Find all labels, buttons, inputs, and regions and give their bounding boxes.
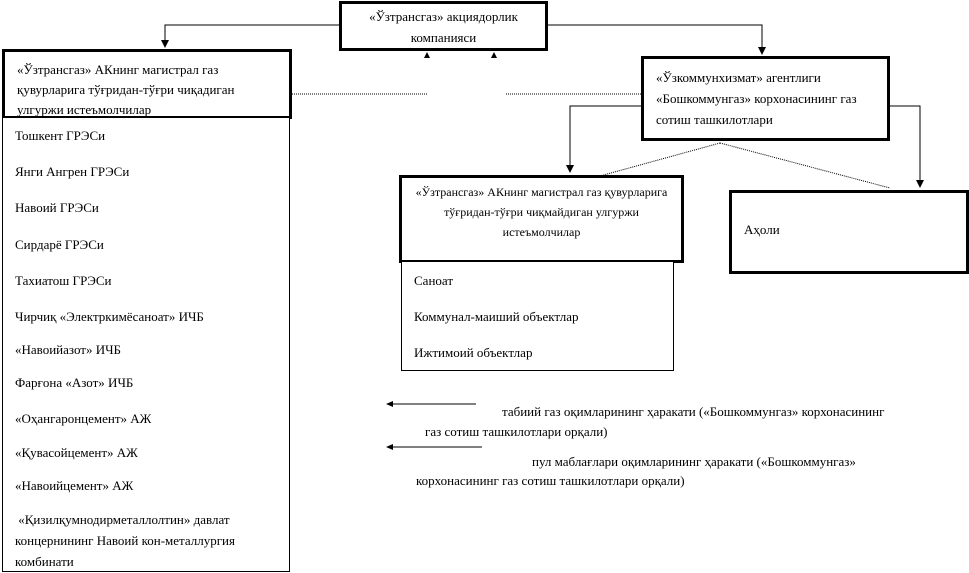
list-item: Чирчиқ «Электркимёсаноат» ИЧБ [2, 298, 290, 336]
list-item: Тошкент ГРЭСи [2, 118, 290, 154]
company-name-line: «Ўзтрансгаз» акциядорлик [369, 9, 518, 24]
list-item: Янги Ангрен ГРЭСи [2, 153, 290, 190]
legend-money-line2: корхонасининг газ сотиш ташкилотлари орқ… [416, 473, 685, 488]
population-label: Аҳоли [744, 222, 780, 237]
list-item: «Навоийцемент» АЖ [2, 468, 290, 504]
title-line: тўғридан-тўғри чиқмайдиган улгуржи [444, 205, 639, 219]
title-line: қувурларига тўғридан-тўғри чиқадиган [17, 82, 235, 97]
indirect-consumers-box: «Ўзтрансгаз» АКнинг магистрал газ қувурл… [399, 175, 684, 263]
legend-money-line1: пул маблағлари оқимларининг ҳаракати («Б… [532, 454, 856, 469]
list-item: Фарғона «Азот» ИЧБ [2, 364, 290, 401]
title-line: истеъмолчилар [502, 225, 581, 239]
title-line: «Ўзкоммунхизмат» агентлиги [656, 70, 821, 85]
title-line: «Ўзтрансгаз» АКнинг магистрал газ [17, 62, 219, 77]
title-line: «Ўзтрансгаз» АКнинг магистрал газ қувурл… [415, 185, 668, 199]
list-item: «Навоийазот» ИЧБ [2, 335, 290, 365]
legend-gas-line2: газ сотиш ташкилотлари орқали) [425, 424, 608, 439]
population-box: Аҳоли [729, 190, 969, 274]
list-item: «Қизилқумнодирметаллолтин» давлат концер… [2, 503, 290, 572]
list-item: Саноат [401, 262, 674, 299]
list-item: Сирдарё ГРЭСи [2, 226, 290, 263]
title-line: улгуржи истеъмолчилар [17, 102, 152, 117]
uzkommunxizmat-box: «Ўзкоммунхизмат» агентлиги «Бошкоммунгаз… [641, 56, 890, 141]
list-item: Навоий ГРЭСи [2, 189, 290, 227]
direct-consumers-box: «Ўзтрансгаз» АКнинг магистрал газ қувурл… [2, 49, 292, 119]
list-item: «Қувасойцемент» АЖ [2, 436, 290, 469]
list-item: Тахиатош ГРЭСи [2, 262, 290, 299]
item-line: «Қизилқумнодирметаллолтин» давлат [15, 512, 230, 527]
list-item: «Оҳангаронцемент» АЖ [2, 400, 290, 437]
list-item: Коммунал-маиший объектлар [401, 298, 674, 335]
title-line: «Бошкоммунгаз» корхонасининг газ [656, 91, 857, 106]
company-name-line: компанияси [410, 30, 477, 45]
list-item: Ижтимоий объектлар [401, 334, 674, 371]
item-line: комбинати [15, 554, 74, 569]
uztransgaz-company-box: «Ўзтрансгаз» акциядорлик компанияси [339, 1, 548, 51]
legend-gas-line1: табиий газ оқимларининг ҳаракати («Бошко… [502, 404, 885, 419]
item-line: концернининг Навоий кон-металлургия [15, 533, 235, 548]
title-line: сотиш ташкилотлари [656, 112, 773, 127]
